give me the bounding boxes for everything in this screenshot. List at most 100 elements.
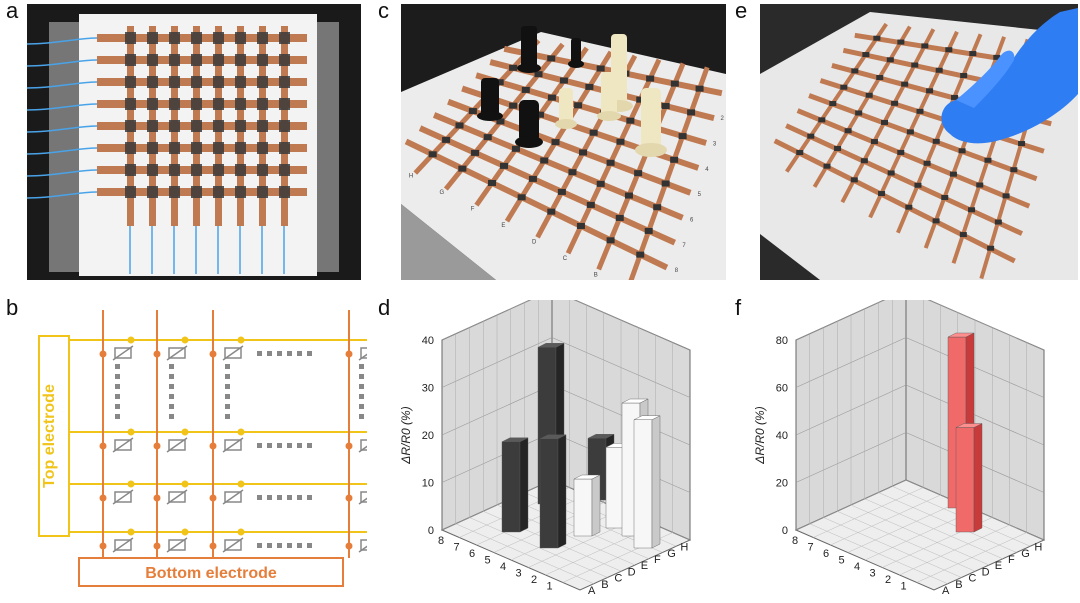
sensor-resistor bbox=[224, 491, 242, 503]
z-tick-label: 2 bbox=[885, 574, 891, 586]
sensor-pad bbox=[147, 120, 158, 132]
sensor-pad bbox=[644, 227, 653, 234]
column-letter: C bbox=[563, 256, 568, 262]
sensor-pad bbox=[881, 119, 889, 125]
sensor-pad bbox=[1018, 141, 1026, 147]
photo-chess-pieces: HGFEDCBA12345678 bbox=[401, 4, 726, 280]
junction-dot bbox=[153, 494, 161, 502]
column-letter: B bbox=[594, 273, 598, 279]
gridline bbox=[850, 504, 990, 566]
junction-dot bbox=[209, 442, 217, 450]
sensor-pad bbox=[147, 186, 158, 198]
bottom-electrode-label: Bottom electrode bbox=[145, 565, 277, 582]
sensor-resistor bbox=[168, 439, 186, 451]
sensor-pad bbox=[428, 151, 437, 158]
sensor-pad bbox=[851, 68, 859, 74]
continuation-dot bbox=[277, 351, 282, 356]
bar-top bbox=[573, 474, 601, 480]
sensor-pad bbox=[574, 102, 583, 109]
sensor-pad bbox=[191, 54, 202, 66]
x-tick-label: A bbox=[942, 585, 950, 597]
sensor-pad bbox=[855, 110, 863, 116]
bar bbox=[573, 474, 601, 537]
junction-dot bbox=[209, 542, 217, 550]
sensor-pad bbox=[191, 142, 202, 154]
y-tick-label: 20 bbox=[422, 430, 434, 442]
junction-dot bbox=[181, 336, 189, 344]
sensor-pad bbox=[585, 83, 594, 90]
bar-side bbox=[973, 423, 983, 533]
copper-col-strip bbox=[840, 28, 936, 204]
sensor-resistor-arrow bbox=[222, 437, 244, 453]
sensor-pad bbox=[147, 164, 158, 176]
sensor-pad bbox=[891, 100, 899, 106]
sensor-pad bbox=[568, 169, 577, 176]
sensor-pad bbox=[636, 251, 645, 258]
junction-dot bbox=[99, 442, 107, 450]
sensor-pad bbox=[829, 101, 837, 107]
bar-top bbox=[955, 423, 983, 428]
junction-dot bbox=[209, 494, 217, 502]
sensor-pad bbox=[547, 55, 556, 62]
sensor-pad bbox=[257, 32, 268, 44]
sensor-pad bbox=[509, 102, 518, 109]
bar-top bbox=[501, 437, 529, 442]
bar bbox=[633, 415, 661, 549]
continuation-dot bbox=[277, 443, 282, 448]
bar-side bbox=[557, 434, 567, 549]
sensor-pad bbox=[969, 51, 977, 57]
bar bbox=[539, 434, 567, 549]
copper-row-strip bbox=[808, 93, 1038, 182]
sensor-pad bbox=[559, 77, 568, 84]
y-tick-label: 0 bbox=[428, 525, 434, 537]
sensor-pad bbox=[213, 54, 224, 66]
continuation-dot bbox=[257, 443, 262, 448]
sensor-pad bbox=[586, 201, 595, 208]
sensor-pad bbox=[169, 54, 180, 66]
sensor-resistor bbox=[168, 491, 186, 503]
column-letter: D bbox=[532, 240, 537, 246]
junction-dot bbox=[153, 350, 161, 358]
continuation-dot bbox=[307, 495, 312, 500]
sensor-resistor-arrow bbox=[112, 489, 134, 505]
sensor-pad bbox=[576, 222, 585, 229]
sensor-pad bbox=[661, 180, 670, 187]
sensor-pad bbox=[547, 94, 556, 101]
sensor-pad bbox=[926, 88, 934, 94]
sensor-pad bbox=[695, 85, 704, 92]
row-number: 6 bbox=[690, 217, 694, 223]
continuation-dot bbox=[287, 443, 292, 448]
sensor-pad bbox=[615, 214, 624, 221]
sensor-pad bbox=[125, 54, 136, 66]
sensor-pad bbox=[606, 237, 615, 244]
junction-dot bbox=[127, 528, 135, 536]
bar-side bbox=[651, 415, 661, 549]
bar-side bbox=[519, 437, 529, 533]
continuation-dot bbox=[359, 364, 364, 369]
row-number: 5 bbox=[698, 192, 702, 198]
white-piece bbox=[555, 88, 577, 129]
sensor-pad bbox=[661, 103, 670, 110]
glove bbox=[941, 8, 1078, 144]
sensor-pad bbox=[509, 64, 518, 71]
sensor-pad bbox=[235, 164, 246, 176]
sensor-pad bbox=[914, 182, 922, 188]
y-tick-label: 80 bbox=[776, 335, 788, 347]
photo-sensor-array-drawing bbox=[27, 14, 339, 276]
sensor-pad bbox=[557, 188, 566, 195]
sensor-pad bbox=[169, 98, 180, 110]
continuation-dot bbox=[359, 414, 364, 419]
bottom-electrode-box bbox=[78, 557, 344, 587]
copper-col-strip bbox=[504, 50, 613, 223]
continuation-dot bbox=[115, 374, 120, 379]
sensor-pad bbox=[147, 142, 158, 154]
sensor-pad bbox=[624, 192, 633, 199]
sensor-pad bbox=[823, 163, 831, 169]
sensor-pad bbox=[235, 186, 246, 198]
row-number: 2 bbox=[720, 116, 724, 122]
sensor-pad bbox=[941, 195, 949, 201]
sensor-pad bbox=[257, 120, 268, 132]
junction-dot bbox=[345, 350, 353, 358]
copper-row-strip bbox=[819, 78, 1045, 154]
bar-front bbox=[573, 478, 593, 537]
